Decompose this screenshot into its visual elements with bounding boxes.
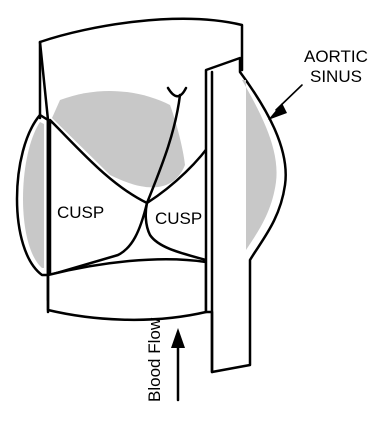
blood-flow-label: Blood Flow [145, 317, 164, 402]
blood-flow-arrow-head [171, 328, 185, 348]
sinus-arrow-head [268, 103, 287, 120]
aortic-label-line1: AORTIC [304, 47, 368, 66]
aortic-label-line2: SINUS [310, 67, 362, 86]
cusp-right-label: CUSP [155, 209, 202, 228]
cusp-left-label: CUSP [57, 203, 104, 222]
right-sinus-wall [206, 58, 286, 372]
